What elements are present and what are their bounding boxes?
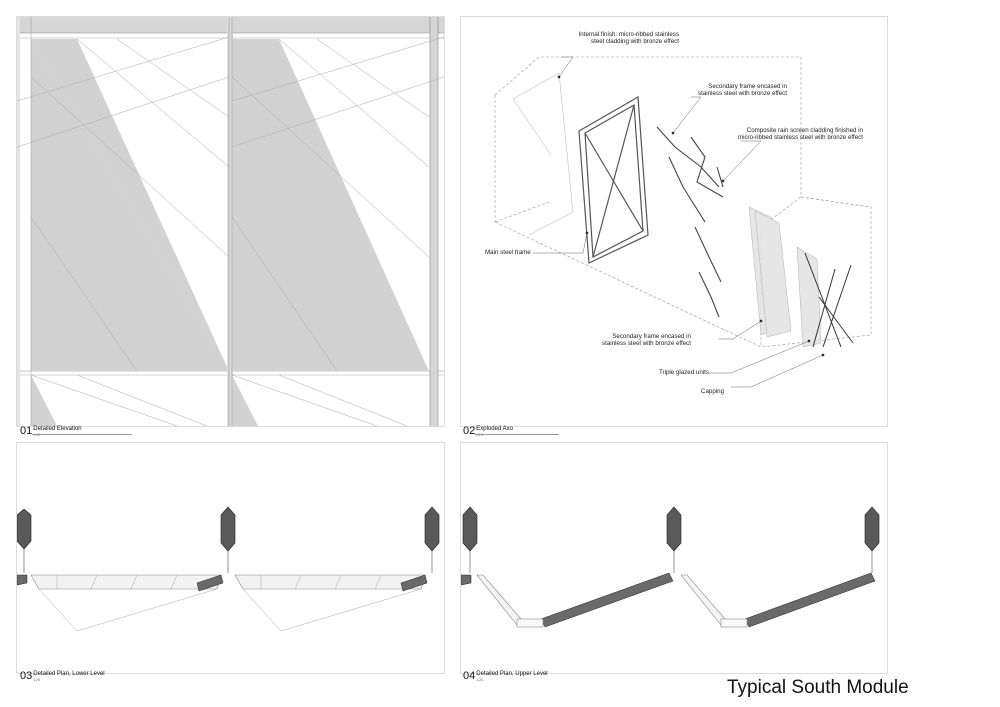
caption-number: 02 <box>463 425 476 437</box>
caption-title: Detailed Plan, Upper Level <box>476 671 548 677</box>
caption-scale: NTS <box>476 433 484 437</box>
caption-number: 01 <box>20 425 33 437</box>
annotation-composite-cladding: Composite rain screen cladding finished … <box>737 127 863 141</box>
caption-number: 03 <box>20 670 33 682</box>
panel-plan-upper-level <box>460 442 888 674</box>
plan-upper-drawing <box>461 506 880 628</box>
caption-number: 04 <box>463 670 476 682</box>
caption-scale: 1:20 <box>33 678 41 682</box>
annotation-main-steel-frame: Main steel frame <box>485 249 531 256</box>
caption-scale: 1:20 <box>33 433 41 437</box>
caption-title: Exploded Axo <box>476 426 513 432</box>
exploded-axo-drawing <box>494 56 872 388</box>
panel-plan-lower-level <box>16 442 445 674</box>
plan-lower-drawing <box>17 506 440 632</box>
panel-detailed-elevation <box>16 16 445 427</box>
caption-scale: 1:20 <box>476 678 484 682</box>
caption-rule <box>475 434 559 435</box>
annotation-capping: Capping <box>701 388 725 395</box>
annotation-triple-glazed-units: Triple glazed units <box>659 369 709 376</box>
caption-title: Detailed Plan, Lower Level <box>33 671 105 677</box>
elevation-drawing <box>17 17 444 426</box>
sheet-title: Typical South Module <box>727 677 909 698</box>
caption-rule <box>32 434 132 435</box>
caption-title: Detailed Elevation <box>33 426 82 432</box>
